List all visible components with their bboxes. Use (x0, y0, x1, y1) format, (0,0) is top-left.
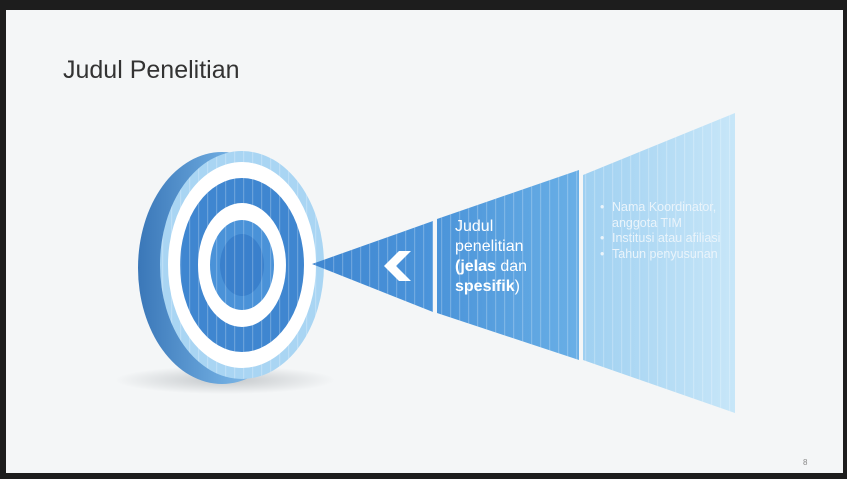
chevron-left-icon (384, 251, 411, 281)
list-item: Nama Koordinator, anggota TIM (598, 200, 738, 231)
center-line-4-bold: spesifik (455, 278, 515, 295)
scan-border-left (0, 0, 6, 479)
center-line-3-rest: dan (495, 258, 528, 275)
center-box-text: Judul penelitian (jelas dan spesifik) (455, 217, 575, 297)
center-line-4-rest: ) (514, 278, 520, 295)
scan-border-top (0, 0, 847, 10)
center-line-1: Judul (455, 218, 494, 235)
target-face (160, 151, 324, 379)
center-line-3-bold: (jelas (455, 258, 496, 275)
scan-border-right (843, 0, 847, 479)
right-bullet-list: Nama Koordinator, anggota TIM Institusi … (598, 200, 738, 262)
scan-border-bottom (0, 473, 847, 479)
list-item: Institusi atau afiliasi (598, 231, 738, 247)
center-line-2: penelitian (455, 238, 524, 255)
slide-title: Judul Penelitian (63, 56, 240, 84)
list-item: Tahun penyusunan (598, 247, 738, 263)
page-number: 8 (803, 458, 808, 467)
center-line-3: (jelas dan (455, 257, 575, 277)
center-line-4: spesifik) (455, 277, 575, 297)
